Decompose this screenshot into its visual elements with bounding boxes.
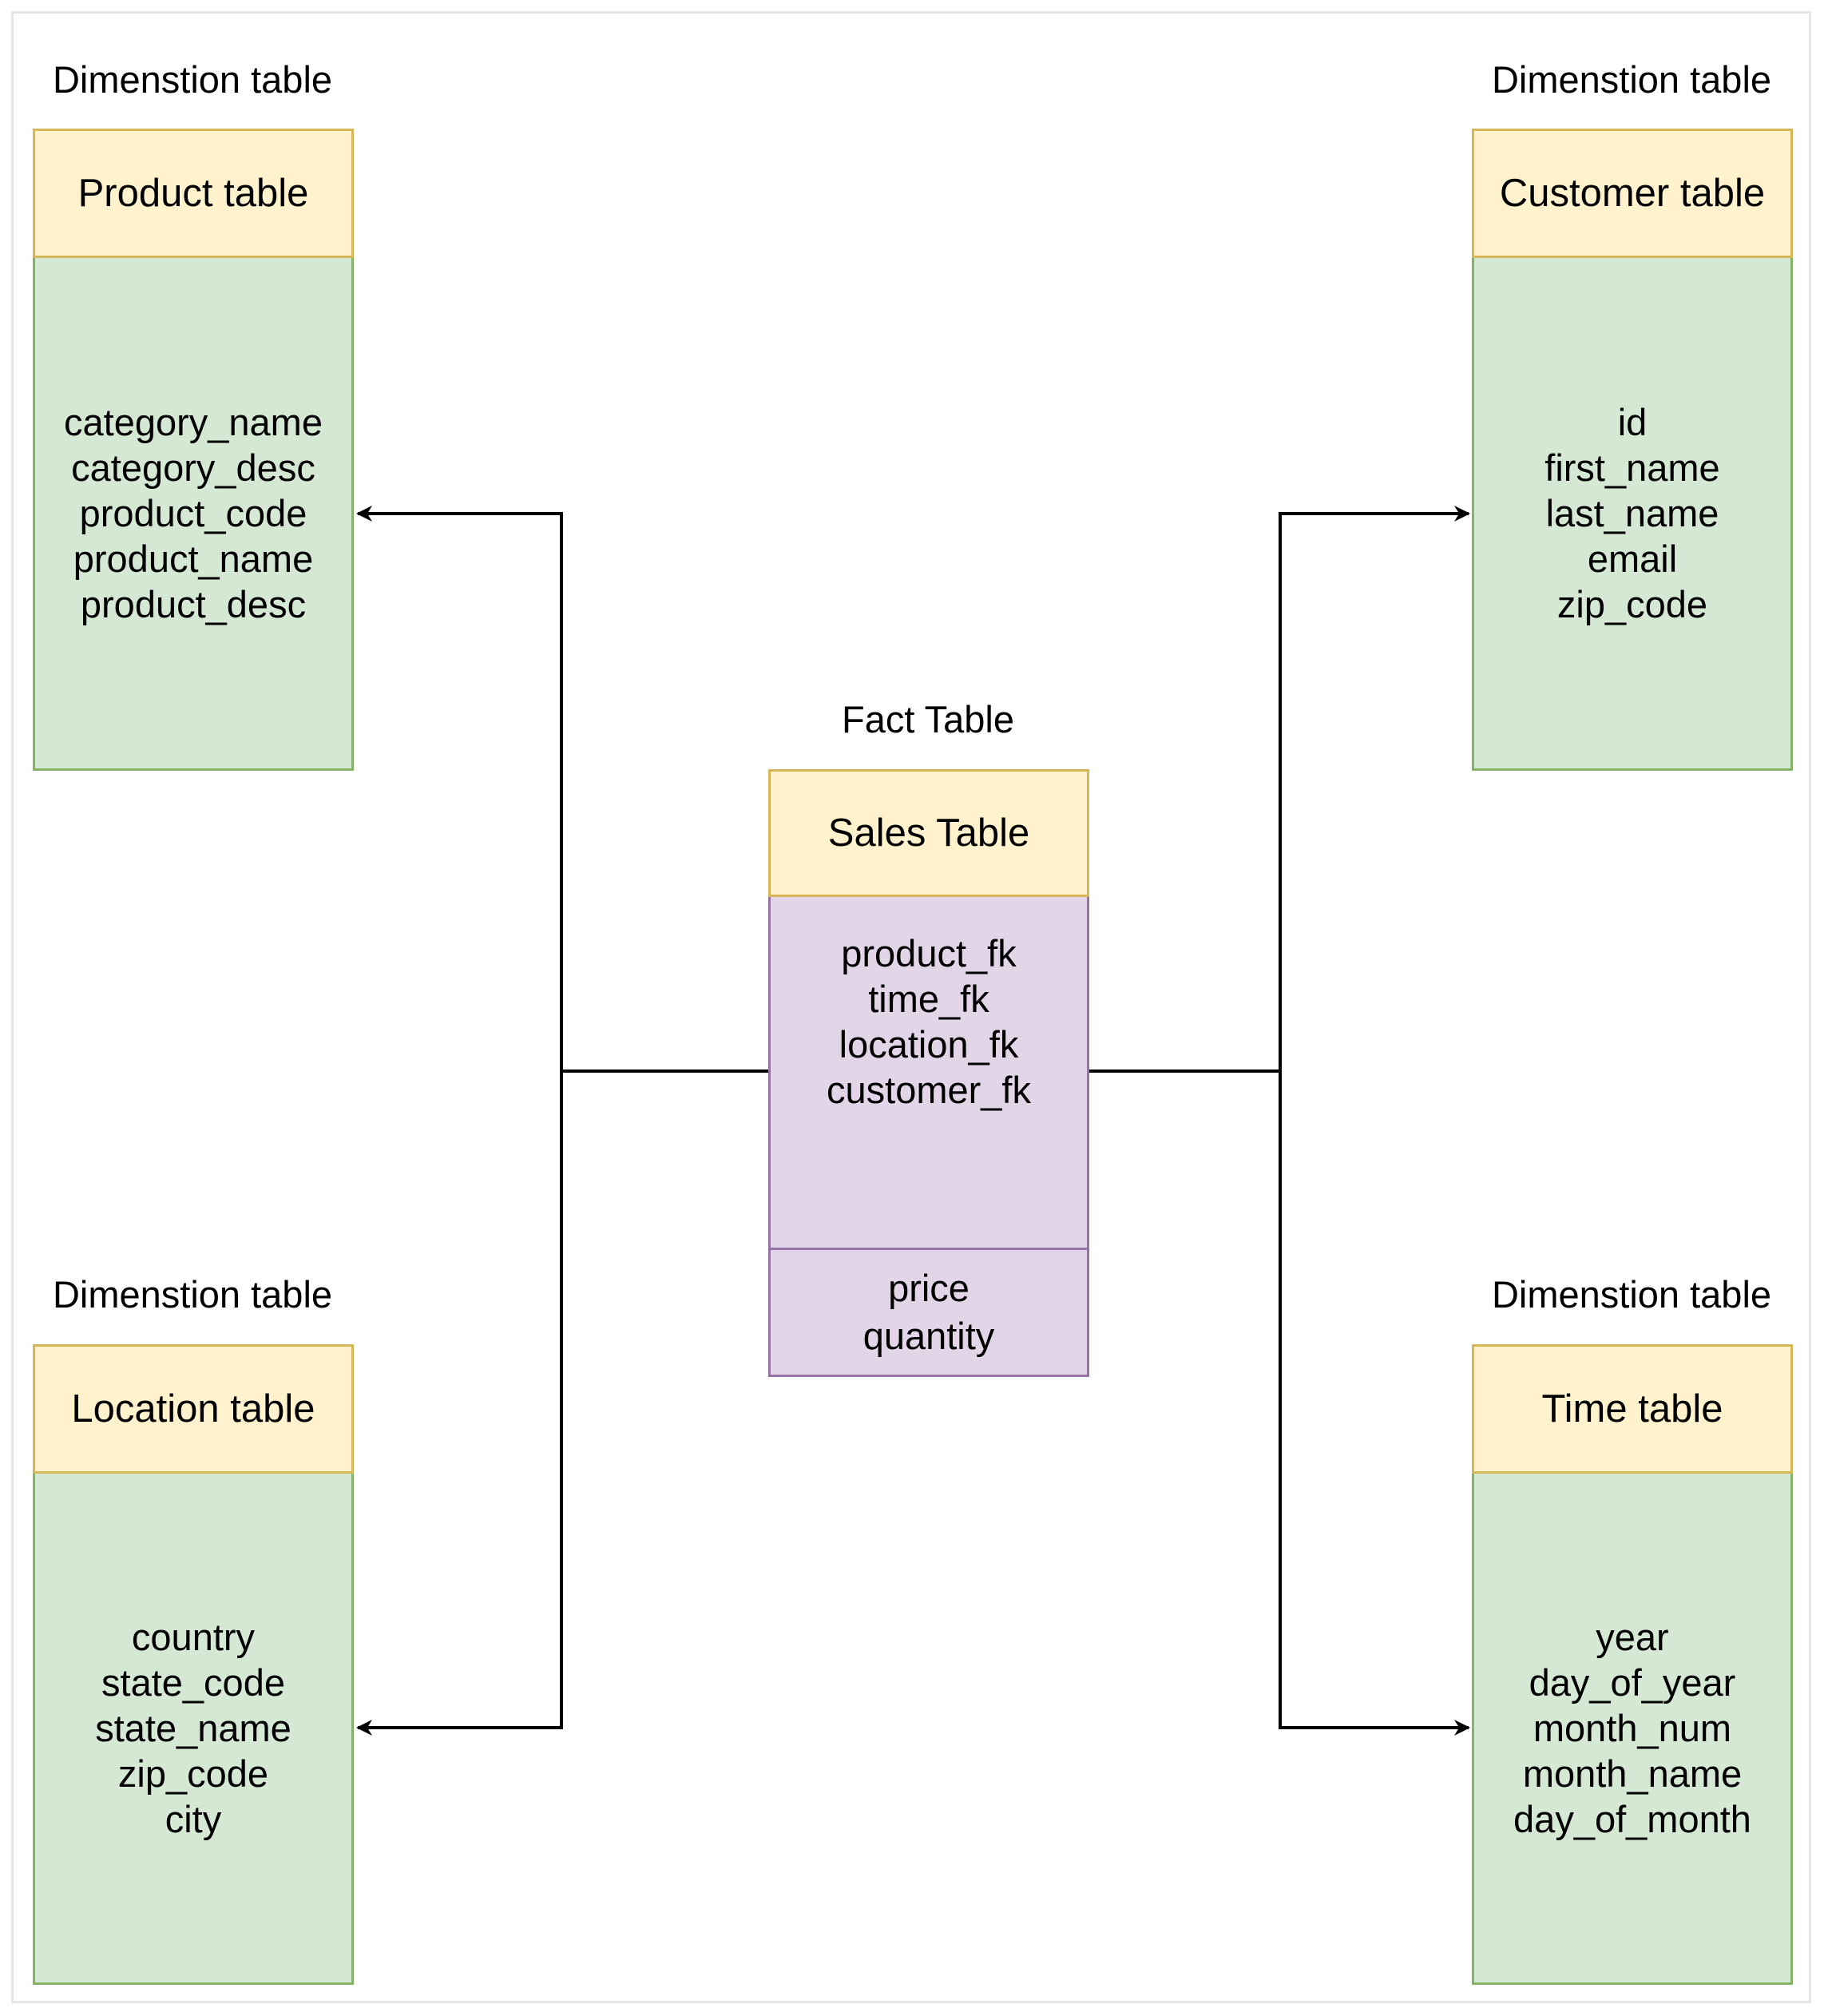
product-field-list: category_name category_desc product_code… [64,399,323,627]
product-caption: Dimenstion table [52,58,333,101]
field-id: id [1617,401,1648,443]
field-year: year [1596,1616,1669,1658]
field-customer-fk: customer_fk [827,1068,1031,1111]
field-country: country [131,1616,256,1658]
field-location-fk: location_fk [839,1022,1019,1066]
location-table-header: Location table [33,1344,354,1474]
location-field-list: country state_code state_name zip_code c… [95,1614,291,1842]
field-time-fk: time_fk [868,977,989,1020]
sales-key-list: product_fk time_fk location_fk customer_… [827,931,1031,1113]
connector-sales-to-product [356,506,768,1073]
field-zip-code: zip_code [1556,583,1708,625]
time-field-list: year day_of_year month_num month_name da… [1513,1614,1751,1842]
connector-sales-to-customer [1088,506,1470,1073]
fact-caption: Fact Table [842,698,1014,740]
field-state-code: state_code [101,1661,285,1704]
location-caption: Dimenstion table [52,1273,333,1316]
customer-field-list: id first_name last_name email zip_code [1544,399,1719,627]
time-table-header: Time table [1472,1344,1793,1474]
field-city: city [165,1798,222,1840]
customer-caption: Dimenstion table [1491,58,1772,101]
sales-table-header: Sales Table [768,769,1089,897]
customer-table-header: Customer table [1472,129,1793,258]
field-product-code: product_code [79,492,307,534]
field-category-name: category_name [64,401,323,443]
field-product-name: product_name [73,538,314,580]
field-product-desc: product_desc [80,583,307,625]
field-last-name: last_name [1545,492,1719,534]
sales-table-measures: price quantity [768,1248,1089,1377]
location-table-body: country state_code state_name zip_code c… [33,1474,354,1985]
field-quantity: quantity [862,1315,995,1357]
customer-table-body: id first_name last_name email zip_code [1472,258,1793,771]
product-table-body: category_name category_desc product_code… [33,258,354,771]
field-month-name: month_name [1522,1752,1743,1795]
connector-sales-to-location [356,1071,563,1736]
field-email: email [1587,538,1678,580]
sales-measure-list: price quantity [863,1264,995,1360]
time-caption: Dimenstion table [1491,1273,1772,1316]
time-table-body: year day_of_year month_num month_name da… [1472,1474,1793,1985]
field-month-num: month_num [1533,1707,1732,1749]
field-zip-code: zip_code [117,1752,269,1795]
product-table-header: Product table [33,129,354,258]
field-product-fk: product_fk [841,931,1017,974]
field-price: price [888,1267,969,1309]
field-day-of-year: day_of_year [1529,1661,1736,1704]
field-day-of-month: day_of_month [1513,1798,1751,1840]
field-category-desc: category_desc [71,446,315,489]
field-first-name: first_name [1544,446,1720,489]
connector-sales-to-time [1279,1071,1470,1736]
field-state-name: state_name [95,1707,291,1749]
sales-table-keys: product_fk time_fk location_fk customer_… [768,897,1089,1250]
